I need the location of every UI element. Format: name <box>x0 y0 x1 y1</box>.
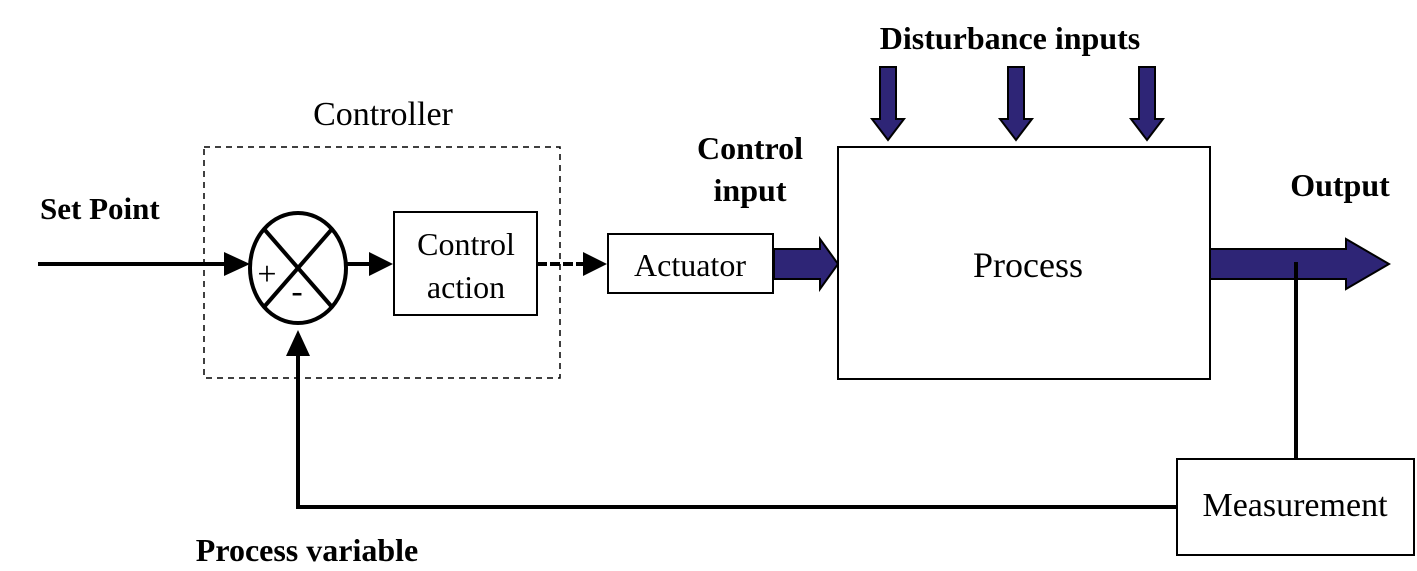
disturbance-arrow-3 <box>1128 66 1166 142</box>
feedback-arrowhead <box>286 330 310 356</box>
process-label: Process <box>973 245 1083 285</box>
measurement-block <box>1176 458 1415 556</box>
output-label: Output <box>1290 167 1390 203</box>
junction-to-control-action-arrowhead <box>369 252 393 276</box>
controller-label: Controller <box>313 96 453 133</box>
control-input-label-line2: input <box>714 172 787 208</box>
plus-sign: + <box>257 256 276 293</box>
control-action-label-line2: action <box>427 269 505 305</box>
process-block <box>837 146 1211 380</box>
control-input-flow-arrow <box>773 235 840 293</box>
disturbance-arrow-1 <box>869 66 907 142</box>
measurement-label: Measurement <box>1202 487 1388 524</box>
control-input-label-line1: Control <box>697 130 803 166</box>
control-action-to-actuator-arrowhead <box>583 252 607 276</box>
output-flow-arrow <box>1209 237 1391 291</box>
process-variable-label: Process variable <box>196 532 418 568</box>
control-action-label-line1: Control <box>417 226 515 262</box>
set-point-label: Set Point <box>40 191 160 226</box>
disturbance-arrow-2 <box>997 66 1035 142</box>
controller-boundary <box>203 146 561 379</box>
disturbance-inputs-label: Disturbance inputs <box>880 20 1141 56</box>
summing-junction <box>248 211 348 325</box>
minus-sign: - <box>291 273 302 310</box>
feedback-line <box>296 354 1177 509</box>
control-action-block <box>393 211 538 316</box>
set-point-arrowhead <box>224 252 250 276</box>
actuator-label: Actuator <box>634 247 746 283</box>
